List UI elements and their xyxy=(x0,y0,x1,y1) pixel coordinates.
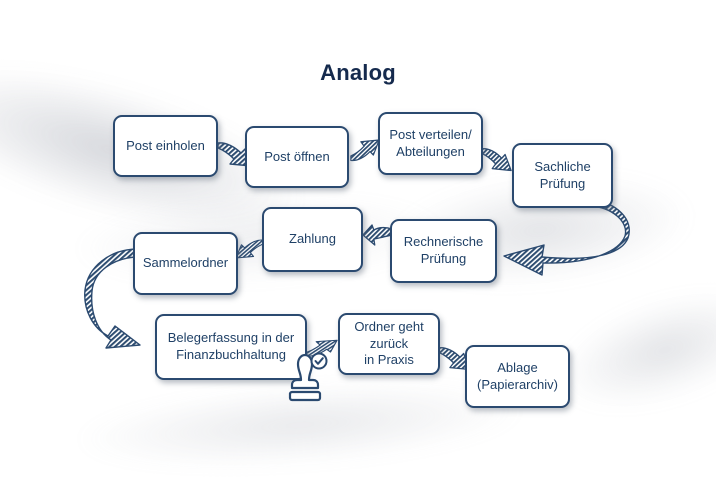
node-post-oeffnen: Post öffnen xyxy=(245,126,349,188)
arrow-rechnerische-to-zahlung xyxy=(362,224,393,246)
arrow-sachliche-to-rechnerische xyxy=(503,198,630,276)
arrow-post-oeffnen-to-post-verteilen xyxy=(350,139,380,162)
node-post-einholen: Post einholen xyxy=(113,115,218,177)
node-sammelordner: Sammelordner xyxy=(133,232,238,295)
arrow-zahlung-to-sammelordner xyxy=(235,239,264,259)
arrow-post-einholen-to-post-oeffnen xyxy=(217,142,253,167)
arrow-ordner-to-ablage xyxy=(438,347,471,371)
stamp-approved-icon xyxy=(288,352,328,402)
diagram-title: Analog xyxy=(320,60,396,85)
node-zahlung: Zahlung xyxy=(262,207,363,272)
arrow-sammelordner-to-belegerfassung xyxy=(84,248,141,349)
node-rechnerische-pruefung: Rechnerische Prüfung xyxy=(390,219,497,283)
node-sachliche-pruefung: Sachliche Prüfung xyxy=(512,143,613,208)
node-ordner-zurueck: Ordner geht zurück in Praxis xyxy=(338,313,440,375)
arrow-post-verteilen-to-sachliche xyxy=(481,148,512,172)
node-ablage: Ablage (Papierarchiv) xyxy=(465,345,570,408)
node-belegerfassung: Belegerfassung in der Finanzbuchhaltung xyxy=(155,314,307,380)
node-post-verteilen-abteilungen: Post verteilen/ Abteilungen xyxy=(378,112,483,175)
